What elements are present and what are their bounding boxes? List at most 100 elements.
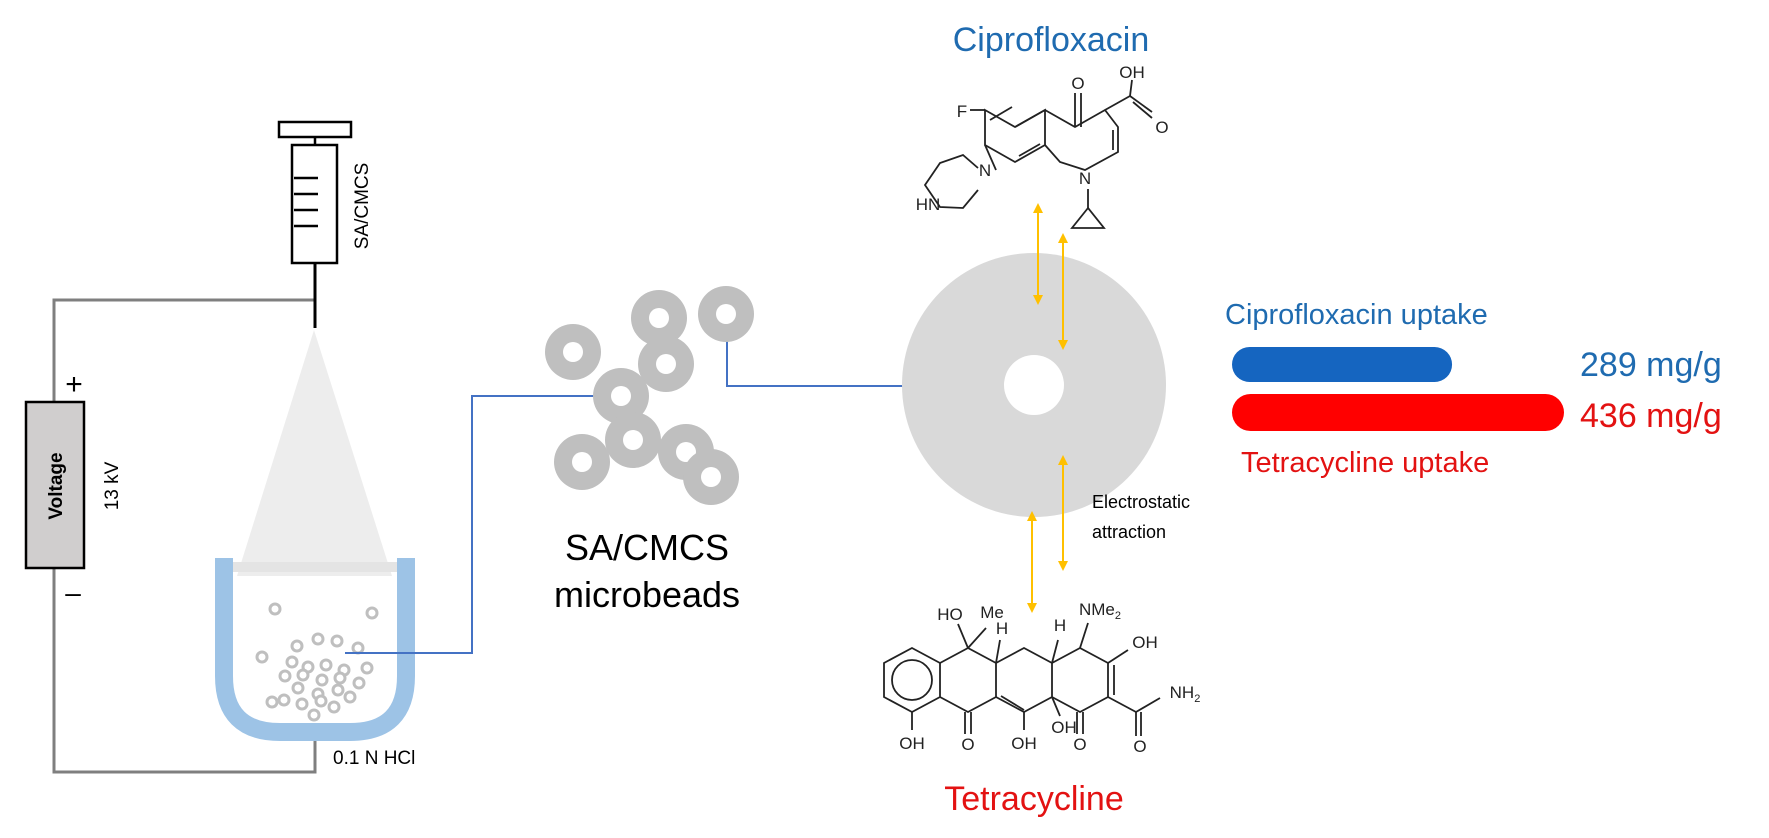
- electrospray-setup: SA/CMCS Voltage 13 kV + – 0.1 N HCl: [24, 120, 415, 774]
- beaker-wall: [215, 558, 415, 741]
- tetra-atom-o-b1: O: [961, 735, 974, 754]
- microbead: [698, 286, 754, 342]
- tetra-bond: [1107, 696, 1137, 713]
- solution-label: 0.1 N HCl: [333, 748, 415, 769]
- small-microbead: [295, 697, 309, 711]
- interaction-arrows: [1027, 203, 1068, 613]
- tetra-atom-oh-bl: OH: [899, 734, 925, 753]
- tetra-uptake-value: 436 mg/g: [1580, 397, 1722, 435]
- small-microbead: [290, 639, 304, 653]
- small-microbead: [265, 695, 279, 709]
- microbead: [631, 290, 687, 346]
- tetra-atom-oh-top: OH: [1132, 633, 1158, 652]
- small-microbead: [333, 671, 347, 685]
- tetra-bond: [1079, 622, 1089, 649]
- tetra-ring-d: [1051, 646, 1109, 714]
- small-microbead: [360, 661, 374, 675]
- tetra-atom-o-b2: O: [1073, 735, 1086, 754]
- small-microbead: [277, 693, 291, 707]
- cipro-bond: [1132, 101, 1153, 119]
- zoomed-bead-core: [1004, 355, 1064, 415]
- cipro-bond: [1129, 79, 1133, 97]
- tetra-atom-o-b3: O: [1133, 737, 1146, 756]
- microbead-core: [676, 442, 696, 462]
- connector-bead-to-zoom: [726, 332, 955, 387]
- cipro-atom-o-keto: O: [1071, 74, 1084, 93]
- small-microbead: [285, 655, 299, 669]
- syringe: SA/CMCS: [277, 120, 373, 328]
- cipro-bond: [1018, 143, 1041, 157]
- microbead-core: [563, 342, 583, 362]
- cipro-atom-n-ring: N: [1079, 169, 1091, 188]
- small-microbead: [255, 650, 269, 664]
- tetra-aromatic-circle: [891, 659, 933, 701]
- syringe-plunger-head: [277, 120, 353, 139]
- microbead: [554, 434, 610, 490]
- small-microbead: [268, 602, 282, 616]
- zoomed-microbead: [902, 253, 1166, 517]
- microbead-core: [611, 386, 631, 406]
- small-microbead: [315, 673, 329, 687]
- voltage-box: [24, 400, 86, 570]
- microbeads-cluster: [545, 286, 754, 505]
- microbead: [545, 324, 601, 380]
- tetra-bond: [1000, 695, 1025, 711]
- tetra-ring-c: [995, 646, 1053, 714]
- small-microbead: [365, 606, 379, 620]
- tetra-bond: [1107, 649, 1129, 664]
- tetra-bond: [967, 627, 987, 649]
- ciprofloxacin-title: Ciprofloxacin: [953, 21, 1150, 59]
- spray-cone: [237, 330, 392, 576]
- tetra-atom-h1: H: [996, 619, 1008, 638]
- small-microbead: [331, 683, 345, 697]
- tetra-atom-h2: H: [1054, 616, 1066, 635]
- small-microbead: [327, 700, 341, 714]
- cipro-cyclopropyl: [1070, 206, 1106, 229]
- small-microbead: [314, 694, 328, 708]
- tetra-bond: [1051, 639, 1059, 664]
- microbead-core: [572, 452, 592, 472]
- cipro-uptake-bar: [1232, 347, 1453, 382]
- wire-bottom: [52, 568, 317, 774]
- microbead: [593, 368, 649, 424]
- microbead-core: [716, 304, 736, 324]
- microbead: [638, 336, 694, 392]
- minus-sign: –: [65, 577, 81, 608]
- interaction-label-line2: attraction: [1092, 522, 1166, 542]
- cipro-atom-o-acid: O: [1155, 118, 1168, 137]
- microbeads-label-line2: microbeads: [554, 574, 740, 615]
- cipro-bond: [1129, 95, 1153, 113]
- small-microbead: [352, 676, 366, 690]
- tetra-atom-nh2: NH2: [1170, 683, 1201, 705]
- microbead-core: [623, 430, 643, 450]
- voltage-source: Voltage 13 kV + –: [24, 368, 123, 608]
- uptake-comparison: Ciprofloxacin uptake 289 mg/g 436 mg/g T…: [1225, 299, 1722, 479]
- tetra-bond: [995, 639, 1001, 664]
- tetra-atom-me: Me: [980, 603, 1004, 622]
- microbeads-label-line1: SA/CMCS: [565, 527, 729, 568]
- syringe-barrel: [290, 143, 339, 265]
- microbead-core: [656, 354, 676, 374]
- small-microbead: [278, 669, 292, 683]
- cipro-piperazine-ring: [923, 153, 979, 209]
- tetra-uptake-bar: [1232, 394, 1564, 431]
- small-microbead: [307, 708, 321, 722]
- microbead-core: [701, 467, 721, 487]
- tetra-atom-nme2: NMe2: [1079, 600, 1121, 622]
- syringe-label: SA/CMCS: [352, 163, 373, 250]
- tetra-atom-ho: HO: [937, 605, 963, 624]
- cipro-atom-oh: OH: [1119, 63, 1145, 82]
- small-microbead: [343, 690, 357, 704]
- voltage-value: 13 kV: [102, 461, 123, 510]
- ciprofloxacin-structure: O OH O F N N HN: [916, 63, 1169, 229]
- microbead-core: [649, 308, 669, 328]
- wire-top: [52, 298, 315, 402]
- small-microbead: [319, 658, 333, 672]
- connector-beaker-to-beads: [345, 395, 615, 654]
- small-microbead: [296, 668, 310, 682]
- cipro-bond: [1104, 95, 1131, 111]
- interaction-label-line1: Electrostatic: [1092, 492, 1190, 512]
- cipro-uptake-value: 289 mg/g: [1580, 346, 1722, 384]
- tetra-bond: [957, 623, 969, 649]
